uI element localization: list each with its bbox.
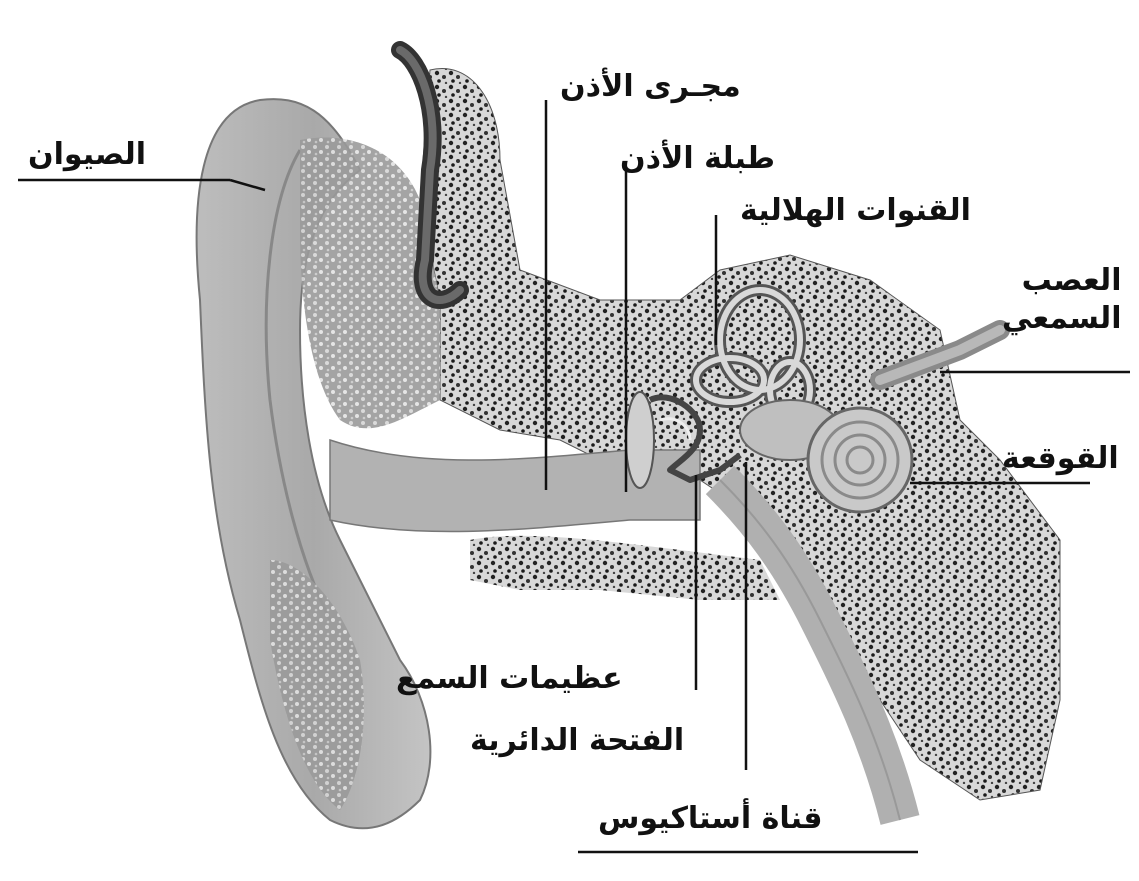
label-auditory-nerve-line2: السمعي <box>1002 300 1121 338</box>
label-cochlea: القوقعة <box>1002 440 1119 478</box>
eardrum-shape <box>626 392 654 488</box>
cochlea-shape <box>808 408 912 512</box>
label-ear-canal: مجـرى الأذن <box>560 68 741 106</box>
label-auditory-nerve-line1: العصب <box>1002 262 1121 300</box>
label-eardrum: طبلة الأذن <box>620 140 775 178</box>
label-semicircular-canals: القنوات الهلالية <box>740 192 971 230</box>
label-auditory-nerve: العصب السمعي <box>1002 262 1121 337</box>
label-pinna: الصيوان <box>28 136 146 174</box>
label-eustachian-tube: قناة أستاكيوس <box>598 800 823 838</box>
label-round-window: الفتحة الدائرية <box>470 722 684 760</box>
lower-bone <box>470 536 780 600</box>
label-ossicles: عظيمات السمع <box>396 660 623 698</box>
